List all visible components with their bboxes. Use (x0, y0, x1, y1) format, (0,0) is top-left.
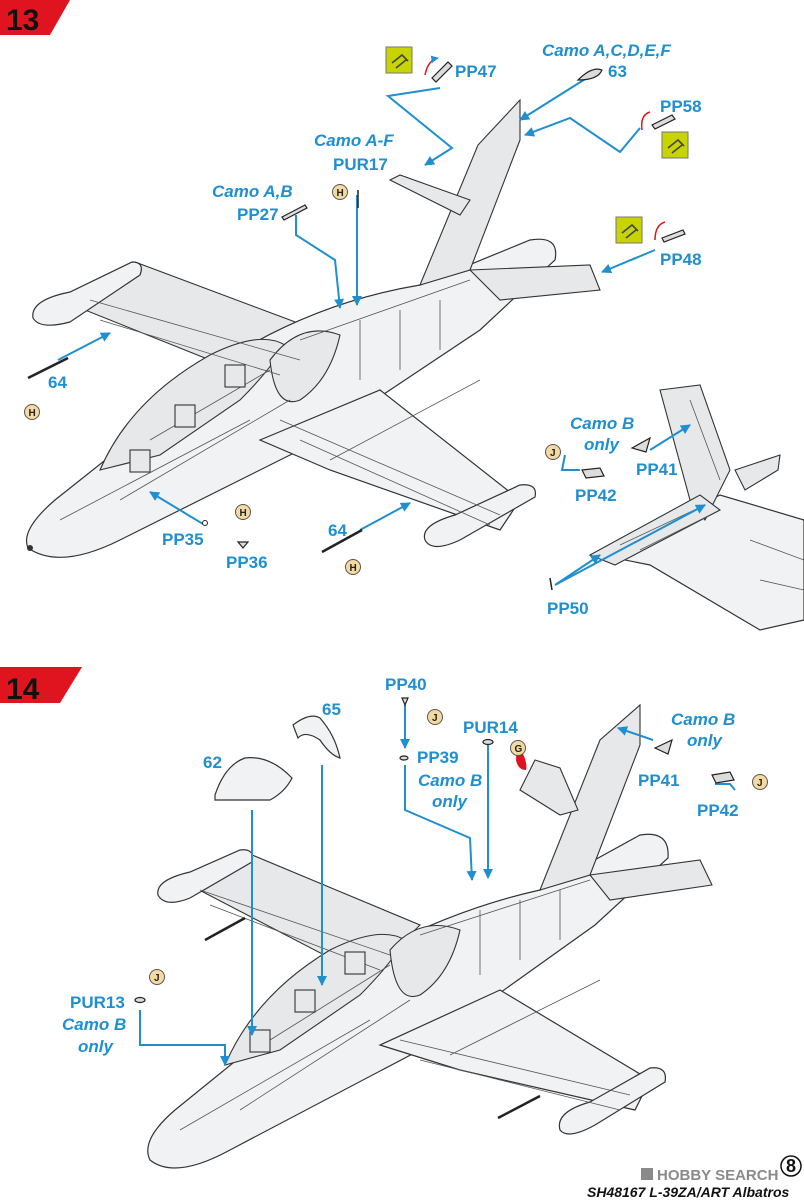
label-pp39: PP39 (417, 748, 459, 767)
part-badge-icon (752, 774, 768, 790)
badge-label: H (350, 563, 357, 574)
part-badge-icon (235, 504, 251, 520)
label-pp41: PP41 (636, 460, 678, 479)
badge-label: J (550, 448, 556, 459)
canopy-front-62 (214, 757, 293, 801)
label-pp27: PP27 (237, 205, 279, 224)
part-badge-icon (24, 404, 40, 420)
part-badge-icon (510, 740, 526, 756)
label-pur17: PUR17 (333, 155, 388, 174)
page-number: 8 (786, 1156, 796, 1176)
part-badge-icon (345, 559, 361, 575)
canopy-rear-65 (292, 715, 341, 759)
label-camo-b: Camo B (418, 771, 482, 790)
step-14: 14 (0, 667, 768, 1169)
badge-label: J (757, 778, 763, 789)
labels-step14: 65 PP40 PUR14 Camo B only 62 PP39 Camo B… (62, 675, 739, 1056)
label-camo-ab: Camo A,B (212, 182, 293, 201)
label-pp48: PP48 (660, 250, 702, 269)
step-14-banner (0, 667, 82, 703)
aircraft-drawing-step14 (147, 703, 713, 1169)
label-pp42: PP42 (575, 486, 617, 505)
assembly-symbols-step13 (385, 46, 689, 244)
part-badge-icon (332, 184, 348, 200)
parts-step14 (134, 697, 735, 1120)
aircraft-drawing-step13 (26, 98, 601, 558)
label-camo-b: Camo B (62, 1015, 126, 1034)
tail-inset-step13 (588, 384, 804, 631)
part-badge-icon (149, 969, 165, 985)
label-pp50: PP50 (547, 599, 589, 618)
leader-lines-step14 (139, 705, 736, 1066)
label-pp40: PP40 (385, 675, 427, 694)
page-number-badge (780, 1155, 802, 1177)
label-camo-b: Camo B (570, 414, 634, 433)
label-camo-b: Camo B (671, 710, 735, 729)
product-code: SH48167 L-39ZA/ART Albatros (587, 1184, 789, 1200)
label-part-64: 64 (48, 373, 67, 392)
label-part-63: 63 (608, 62, 627, 81)
label-pp41: PP41 (638, 771, 680, 790)
step-number: 14 (6, 673, 40, 706)
badge-label: H (240, 508, 247, 519)
badge-label: H (29, 408, 36, 419)
label-part-64: 64 (328, 521, 347, 540)
label-only: only (584, 435, 620, 454)
label-pp42: PP42 (697, 801, 739, 820)
label-pp58: PP58 (660, 97, 702, 116)
label-part-62: 62 (203, 753, 222, 772)
label-pp36: PP36 (226, 553, 268, 572)
badge-label: H (337, 188, 344, 199)
part-badge-icon (545, 444, 561, 460)
label-pur14: PUR14 (463, 718, 518, 737)
label-part-65: 65 (322, 700, 341, 719)
labels-step13: Camo A,C,D,E,F 63 PP47 PP58 Camo A-F PUR… (48, 41, 702, 618)
glue-badges-step13: H H H H J (24, 184, 561, 575)
label-only: only (78, 1037, 114, 1056)
step-number: 13 (6, 4, 39, 37)
part-badge-icon (427, 709, 443, 725)
label-only: only (432, 792, 468, 811)
label-pur13: PUR13 (70, 993, 125, 1012)
label-camo-af: Camo A-F (314, 131, 394, 150)
parts-step13 (27, 55, 686, 591)
leader-lines-step13 (57, 75, 706, 586)
hobby-search-logo-icon (641, 1168, 653, 1180)
watermark: HOBBY SEARCH (657, 1167, 778, 1184)
canopy-parts-step14 (214, 715, 341, 801)
label-camo-acdef: Camo A,C,D,E,F (542, 41, 671, 60)
label-pp47: PP47 (455, 62, 497, 81)
footer: HOBBY SEARCH 8 SH48167 L-39ZA/ART Albatr… (587, 1155, 802, 1200)
label-pp35: PP35 (162, 530, 204, 549)
badge-label: G (515, 744, 523, 755)
badge-label: J (154, 973, 160, 984)
label-only: only (687, 731, 723, 750)
step-13: 13 (0, 0, 804, 631)
badge-label: J (432, 713, 438, 724)
glue-badges-step14: J G J J (149, 709, 768, 985)
